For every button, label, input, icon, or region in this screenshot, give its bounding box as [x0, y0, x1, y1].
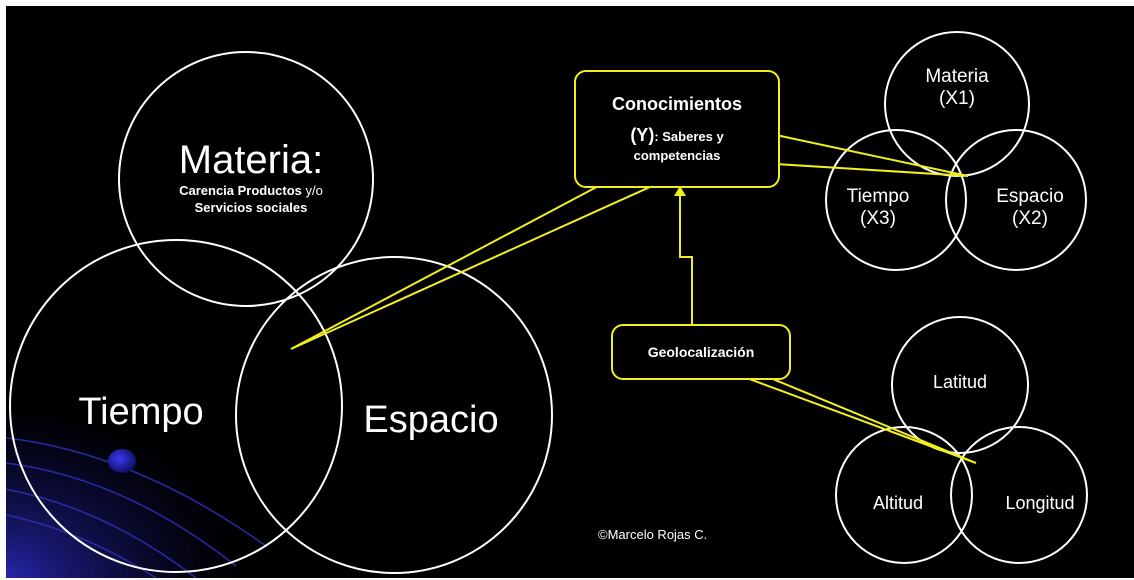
- small-tiempo-var: (X3): [860, 208, 896, 229]
- tiempo-circle: [9, 239, 343, 573]
- small-espacio-var: (X2): [1012, 208, 1048, 229]
- latitud-label: Latitud: [932, 372, 988, 392]
- diagram-graphics: [6, 31, 1088, 578]
- planet-icon: [108, 449, 136, 473]
- geo-to-conocimientos-connector: [679, 192, 693, 324]
- small-materia-var: (X1): [939, 88, 975, 109]
- arrowhead-icon: [674, 186, 686, 196]
- small-materia-text: Materia: [925, 66, 989, 87]
- small-espacio-label: Espacio (X2): [988, 186, 1072, 230]
- small-tiempo-text: Tiempo: [846, 186, 910, 207]
- conocimientos-line3: competencias: [633, 148, 721, 163]
- materia-title: Materia:: [178, 138, 324, 182]
- small-espacio-text: Espacio: [996, 186, 1064, 207]
- materia-circle: [118, 51, 374, 307]
- latitud-circle: [891, 316, 1029, 454]
- geolocalizacion-box: Geolocalización: [611, 324, 791, 380]
- conocimientos-y: (Y): [630, 125, 655, 145]
- longitud-label: Longitud: [1005, 493, 1075, 513]
- espacio-circle: [235, 256, 553, 574]
- espacio-label: Espacio: [363, 399, 499, 441]
- materia-line1: Carencia Productos: [179, 183, 302, 198]
- materia-line1-suffix: y/o: [301, 183, 323, 198]
- materia-line2: Servicios sociales: [194, 200, 308, 215]
- small-tiempo-circle: [825, 129, 967, 271]
- altitud-circle: [835, 426, 973, 564]
- decorative-orbits: [6, 386, 267, 578]
- altitud-label: Altitud: [872, 493, 924, 513]
- conocimientos-title: Conocimientos: [611, 94, 742, 114]
- longitud-circle: [950, 426, 1088, 564]
- conocimientos-line2: : Saberes y: [654, 129, 724, 144]
- tiempo-label: Tiempo: [78, 391, 204, 433]
- materia-subtitle: Carencia Productos y/o Servicios sociale…: [146, 182, 356, 216]
- copyright-text: ©Marcelo Rojas C.: [598, 527, 708, 542]
- slide-canvas: Materia: Carencia Productos y/o Servicio…: [6, 6, 1134, 578]
- small-venn-to-conocimientos-callout: [775, 133, 969, 177]
- small-espacio-circle: [945, 129, 1087, 271]
- small-materia-label: Materia (X1): [907, 66, 1007, 110]
- conocimientos-box: Conocimientos (Y): Saberes y competencia…: [574, 70, 780, 188]
- small-tiempo-label: Tiempo (X3): [838, 186, 918, 230]
